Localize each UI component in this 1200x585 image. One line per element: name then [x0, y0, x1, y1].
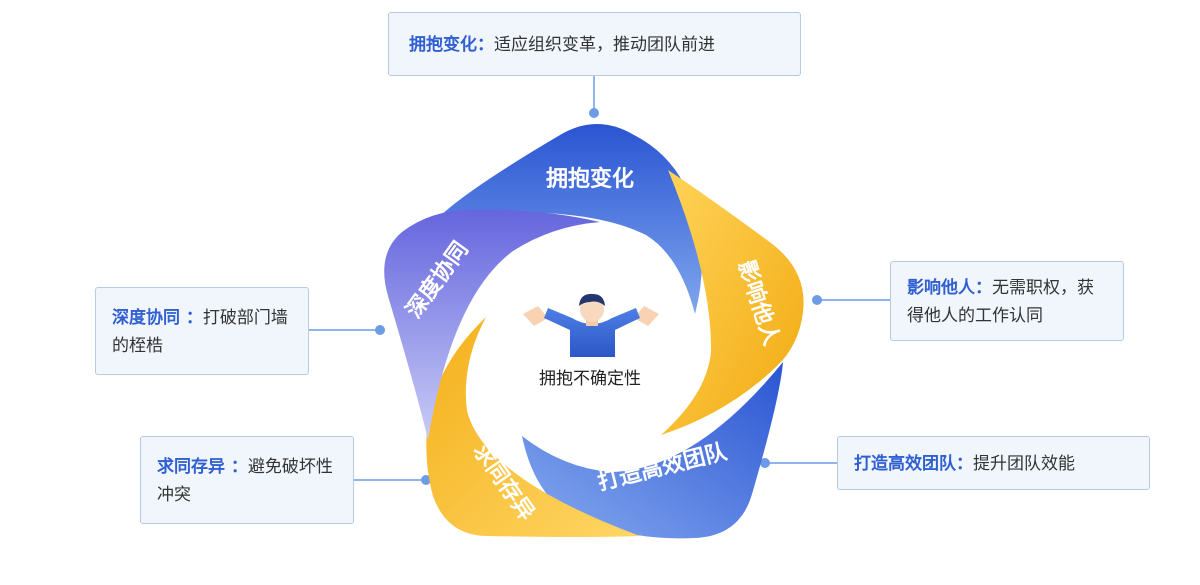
- callout-key: 影响他人: [907, 278, 975, 298]
- center-label: 拥抱不确定性: [539, 369, 641, 389]
- callout-high-performance-team: 打造高效团队：提升团队效能: [837, 436, 1150, 490]
- callout-description: 打破部门墙的桎梏: [112, 308, 288, 356]
- callout-separator: ：: [956, 454, 973, 474]
- callout-separator: ：: [225, 457, 248, 477]
- petal-high-performance-team: [522, 362, 783, 539]
- callout-description: 适应组织变革，推动团队前进: [494, 35, 715, 55]
- callout-key: 拥抱变化: [409, 35, 477, 55]
- petal-influence-others: [661, 170, 804, 435]
- petal-deep-collaboration: [384, 209, 600, 440]
- callout-key: 求同存异: [157, 457, 225, 477]
- callout-description: 提升团队效能: [973, 454, 1075, 474]
- callout-description: 避免破坏性冲突: [157, 457, 333, 505]
- petal-seek-common-ground: [426, 317, 640, 537]
- callout-influence-others: 影响他人：无需职权，获得他人的工作认同: [890, 261, 1124, 341]
- petal-embrace-change: [440, 124, 702, 314]
- callout-separator: ：: [975, 278, 992, 298]
- callout-description: 无需职权，获得他人的工作认同: [907, 278, 1094, 326]
- person-arms-open-icon: [523, 293, 659, 357]
- petal-label-top: 拥抱变化: [546, 166, 634, 192]
- callout-separator: ：: [477, 35, 494, 55]
- callout-separator: ：: [180, 308, 203, 328]
- connectors: [309, 76, 890, 485]
- callout-seek-common-ground: 求同存异 ：避免破坏性冲突: [140, 436, 354, 524]
- callout-embrace-change: 拥抱变化：适应组织变革，推动团队前进: [388, 12, 801, 76]
- callout-key: 打造高效团队: [854, 454, 956, 474]
- callout-deep-collaboration: 深度协同 ：打破部门墙的桎梏: [95, 287, 309, 375]
- callout-key: 深度协同: [112, 308, 180, 328]
